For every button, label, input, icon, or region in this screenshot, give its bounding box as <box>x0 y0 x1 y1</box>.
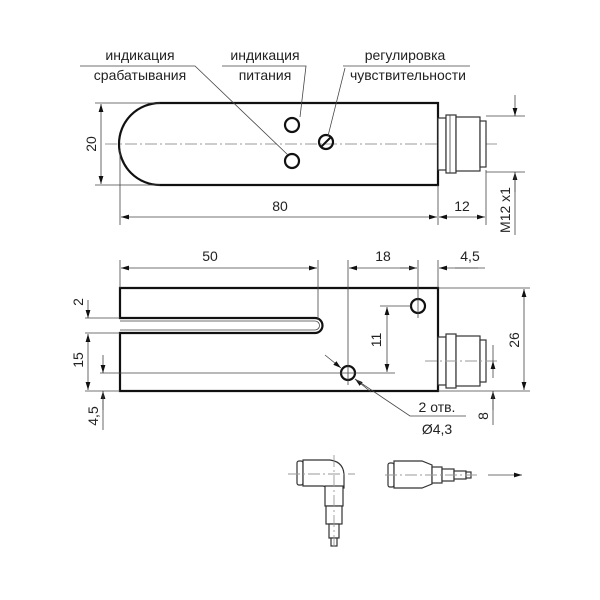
dim-20: 20 <box>83 136 99 152</box>
power-indication-label-2: питания <box>239 67 292 83</box>
dim-4-5-y: 4,5 <box>85 406 101 426</box>
sensitivity-label-2: чувствительности <box>350 67 466 83</box>
holes-count-label: 2 отв. <box>419 399 456 415</box>
switch-led <box>283 152 301 170</box>
side-view <box>85 260 530 430</box>
dim-50: 50 <box>202 248 218 264</box>
dim-26: 26 <box>506 332 522 348</box>
straight-connector <box>385 460 522 489</box>
dim-11: 11 <box>368 333 384 348</box>
power-led <box>283 116 301 134</box>
dim-12: 12 <box>454 198 470 214</box>
dim-m12: M12 x1 <box>497 187 513 233</box>
holes-diameter-label: Ø4,3 <box>422 421 453 437</box>
dim-4-5-x: 4,5 <box>460 248 480 264</box>
sensitivity-potentiometer <box>317 133 335 151</box>
sensor-body-top <box>117 101 440 187</box>
dim-15: 15 <box>70 352 86 368</box>
sensor-body-side <box>118 286 440 393</box>
switch-indication-label-1: индикация <box>105 47 174 63</box>
connector-side <box>425 333 500 389</box>
sensitivity-label-1: регулировка <box>365 47 446 63</box>
angled-connector <box>288 455 355 550</box>
dim-80: 80 <box>272 198 288 214</box>
dim-2: 2 <box>70 298 86 306</box>
switch-indication-label-2: срабатывания <box>94 67 186 83</box>
dim-18: 18 <box>375 248 391 264</box>
top-view <box>80 65 525 235</box>
connector-top <box>437 114 487 174</box>
dim-8: 8 <box>475 412 491 420</box>
power-indication-label-1: индикация <box>230 47 299 63</box>
